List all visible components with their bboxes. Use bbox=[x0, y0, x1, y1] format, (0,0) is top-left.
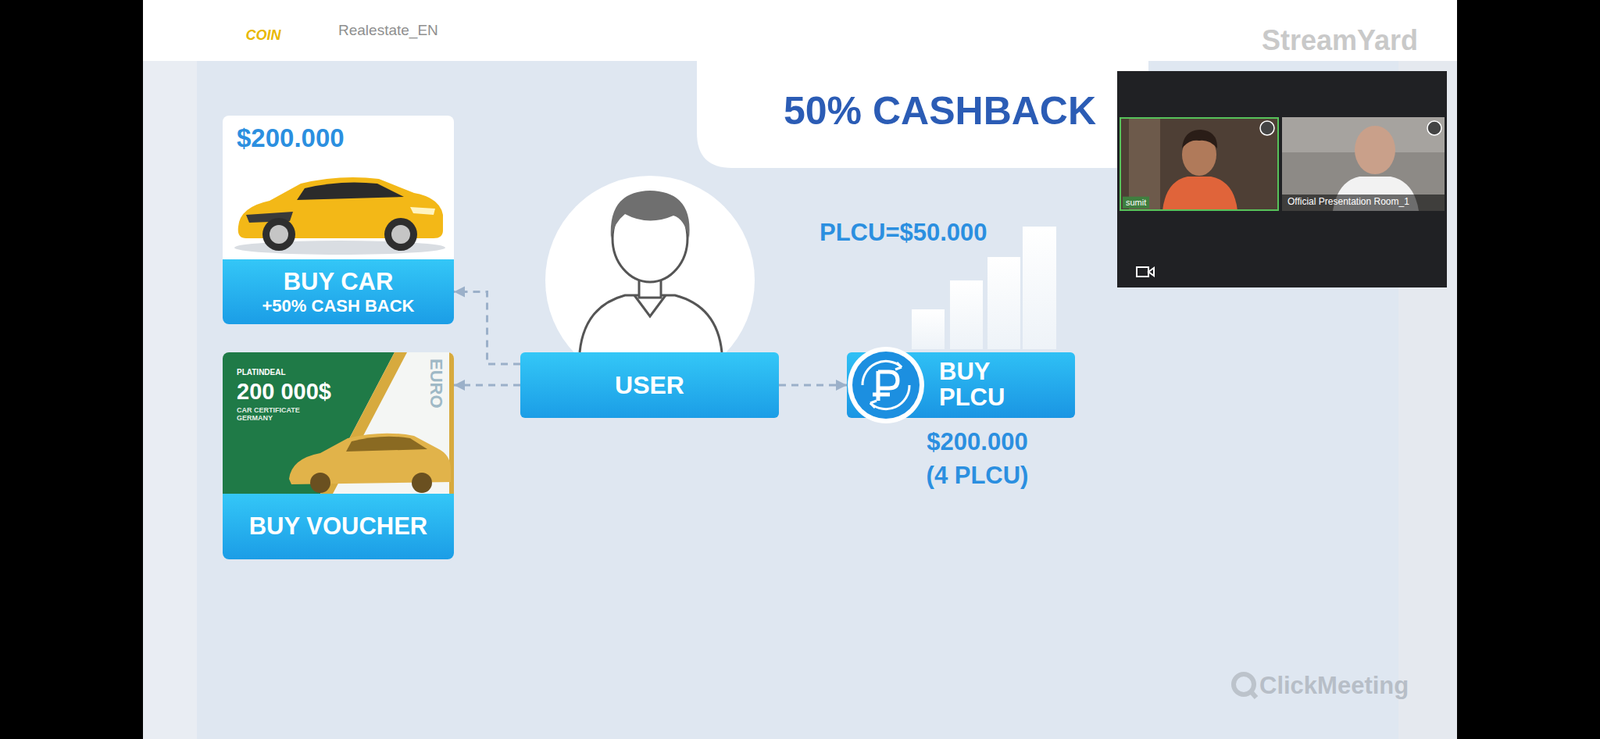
dashed-line bbox=[453, 292, 521, 365]
buy-button: BUY CAR+50% CASH BACK bbox=[222, 259, 454, 325]
label-anchor: StreamYard bbox=[1261, 24, 1418, 57]
text-anchor: PLATINDEAL bbox=[236, 367, 286, 378]
dashed-arrow bbox=[453, 379, 521, 391]
title-anchor: 50% CASHBACK bbox=[783, 89, 1097, 135]
voucher-card: PLATINDEAL200 000$ CAR CERTIFICATE GERMAN… bbox=[222, 352, 454, 560]
text-anchor: EURO bbox=[446, 358, 497, 379]
node-text: EURO bbox=[426, 358, 447, 409]
label-anchor: COIN bbox=[246, 27, 282, 44]
node-text: USER bbox=[614, 371, 685, 400]
node-text: BUY CAR bbox=[283, 267, 394, 297]
node-text: BUY VOUCHER bbox=[249, 512, 429, 541]
price-note: (4 PLCU) bbox=[926, 461, 1029, 490]
arrow-head bbox=[453, 379, 465, 391]
dashed-arrow bbox=[778, 379, 847, 391]
dashed-arrow bbox=[453, 286, 521, 365]
car-picture bbox=[222, 152, 454, 258]
label-anchor: Official Presentation Room_1 bbox=[1287, 196, 1410, 208]
app-tab: COIN bbox=[246, 27, 282, 44]
watermark: ClickMeeting bbox=[1259, 671, 1409, 700]
text-anchor: 200 000$ bbox=[236, 378, 332, 405]
car-card: $200.000BUY CAR+50% CASH BACK bbox=[222, 115, 454, 325]
arrow-head bbox=[835, 379, 847, 391]
node-text: CAR CERTIFICATE GERMANY bbox=[236, 407, 311, 423]
node-text: 200 000$ bbox=[236, 378, 332, 405]
slide-title: 50% CASHBACK bbox=[783, 89, 1097, 135]
label-anchor: ClickMeeting bbox=[1259, 671, 1409, 700]
clickmeeting-logo bbox=[1233, 674, 1257, 698]
price-note: PLCU=$50.000 bbox=[819, 218, 988, 247]
node-text: PLATINDEAL bbox=[236, 367, 286, 378]
video-panel bbox=[1117, 71, 1447, 288]
label-anchor: $200.000 bbox=[926, 428, 1028, 457]
label-anchor: Realestate_EN bbox=[338, 21, 439, 40]
user-box: USER bbox=[520, 352, 779, 418]
participant-name: Official Presentation Room_1 bbox=[1287, 196, 1410, 208]
text-anchor: CAR CERTIFICATE GERMANY bbox=[236, 407, 311, 423]
plcu-coin-icon bbox=[845, 344, 927, 426]
label-anchor: PLCU=$50.000 bbox=[819, 218, 988, 247]
buy-plcu-box: BUY PLCU bbox=[846, 352, 1075, 418]
label-anchor: (4 PLCU) bbox=[926, 461, 1029, 490]
watermark: StreamYard bbox=[1261, 24, 1418, 57]
node-text: BUY PLCU bbox=[939, 359, 1027, 411]
price-note: $200.000 bbox=[926, 428, 1028, 457]
node-text: $200.000 bbox=[236, 123, 345, 154]
node-text: +50% CASH BACK bbox=[262, 296, 415, 316]
buy-button: BUY VOUCHER bbox=[222, 493, 454, 560]
participant-name: sumit bbox=[1122, 196, 1150, 209]
app-tab: Realestate_EN bbox=[338, 21, 439, 40]
arrow-head bbox=[453, 286, 465, 298]
label-anchor: sumit bbox=[1122, 196, 1150, 209]
